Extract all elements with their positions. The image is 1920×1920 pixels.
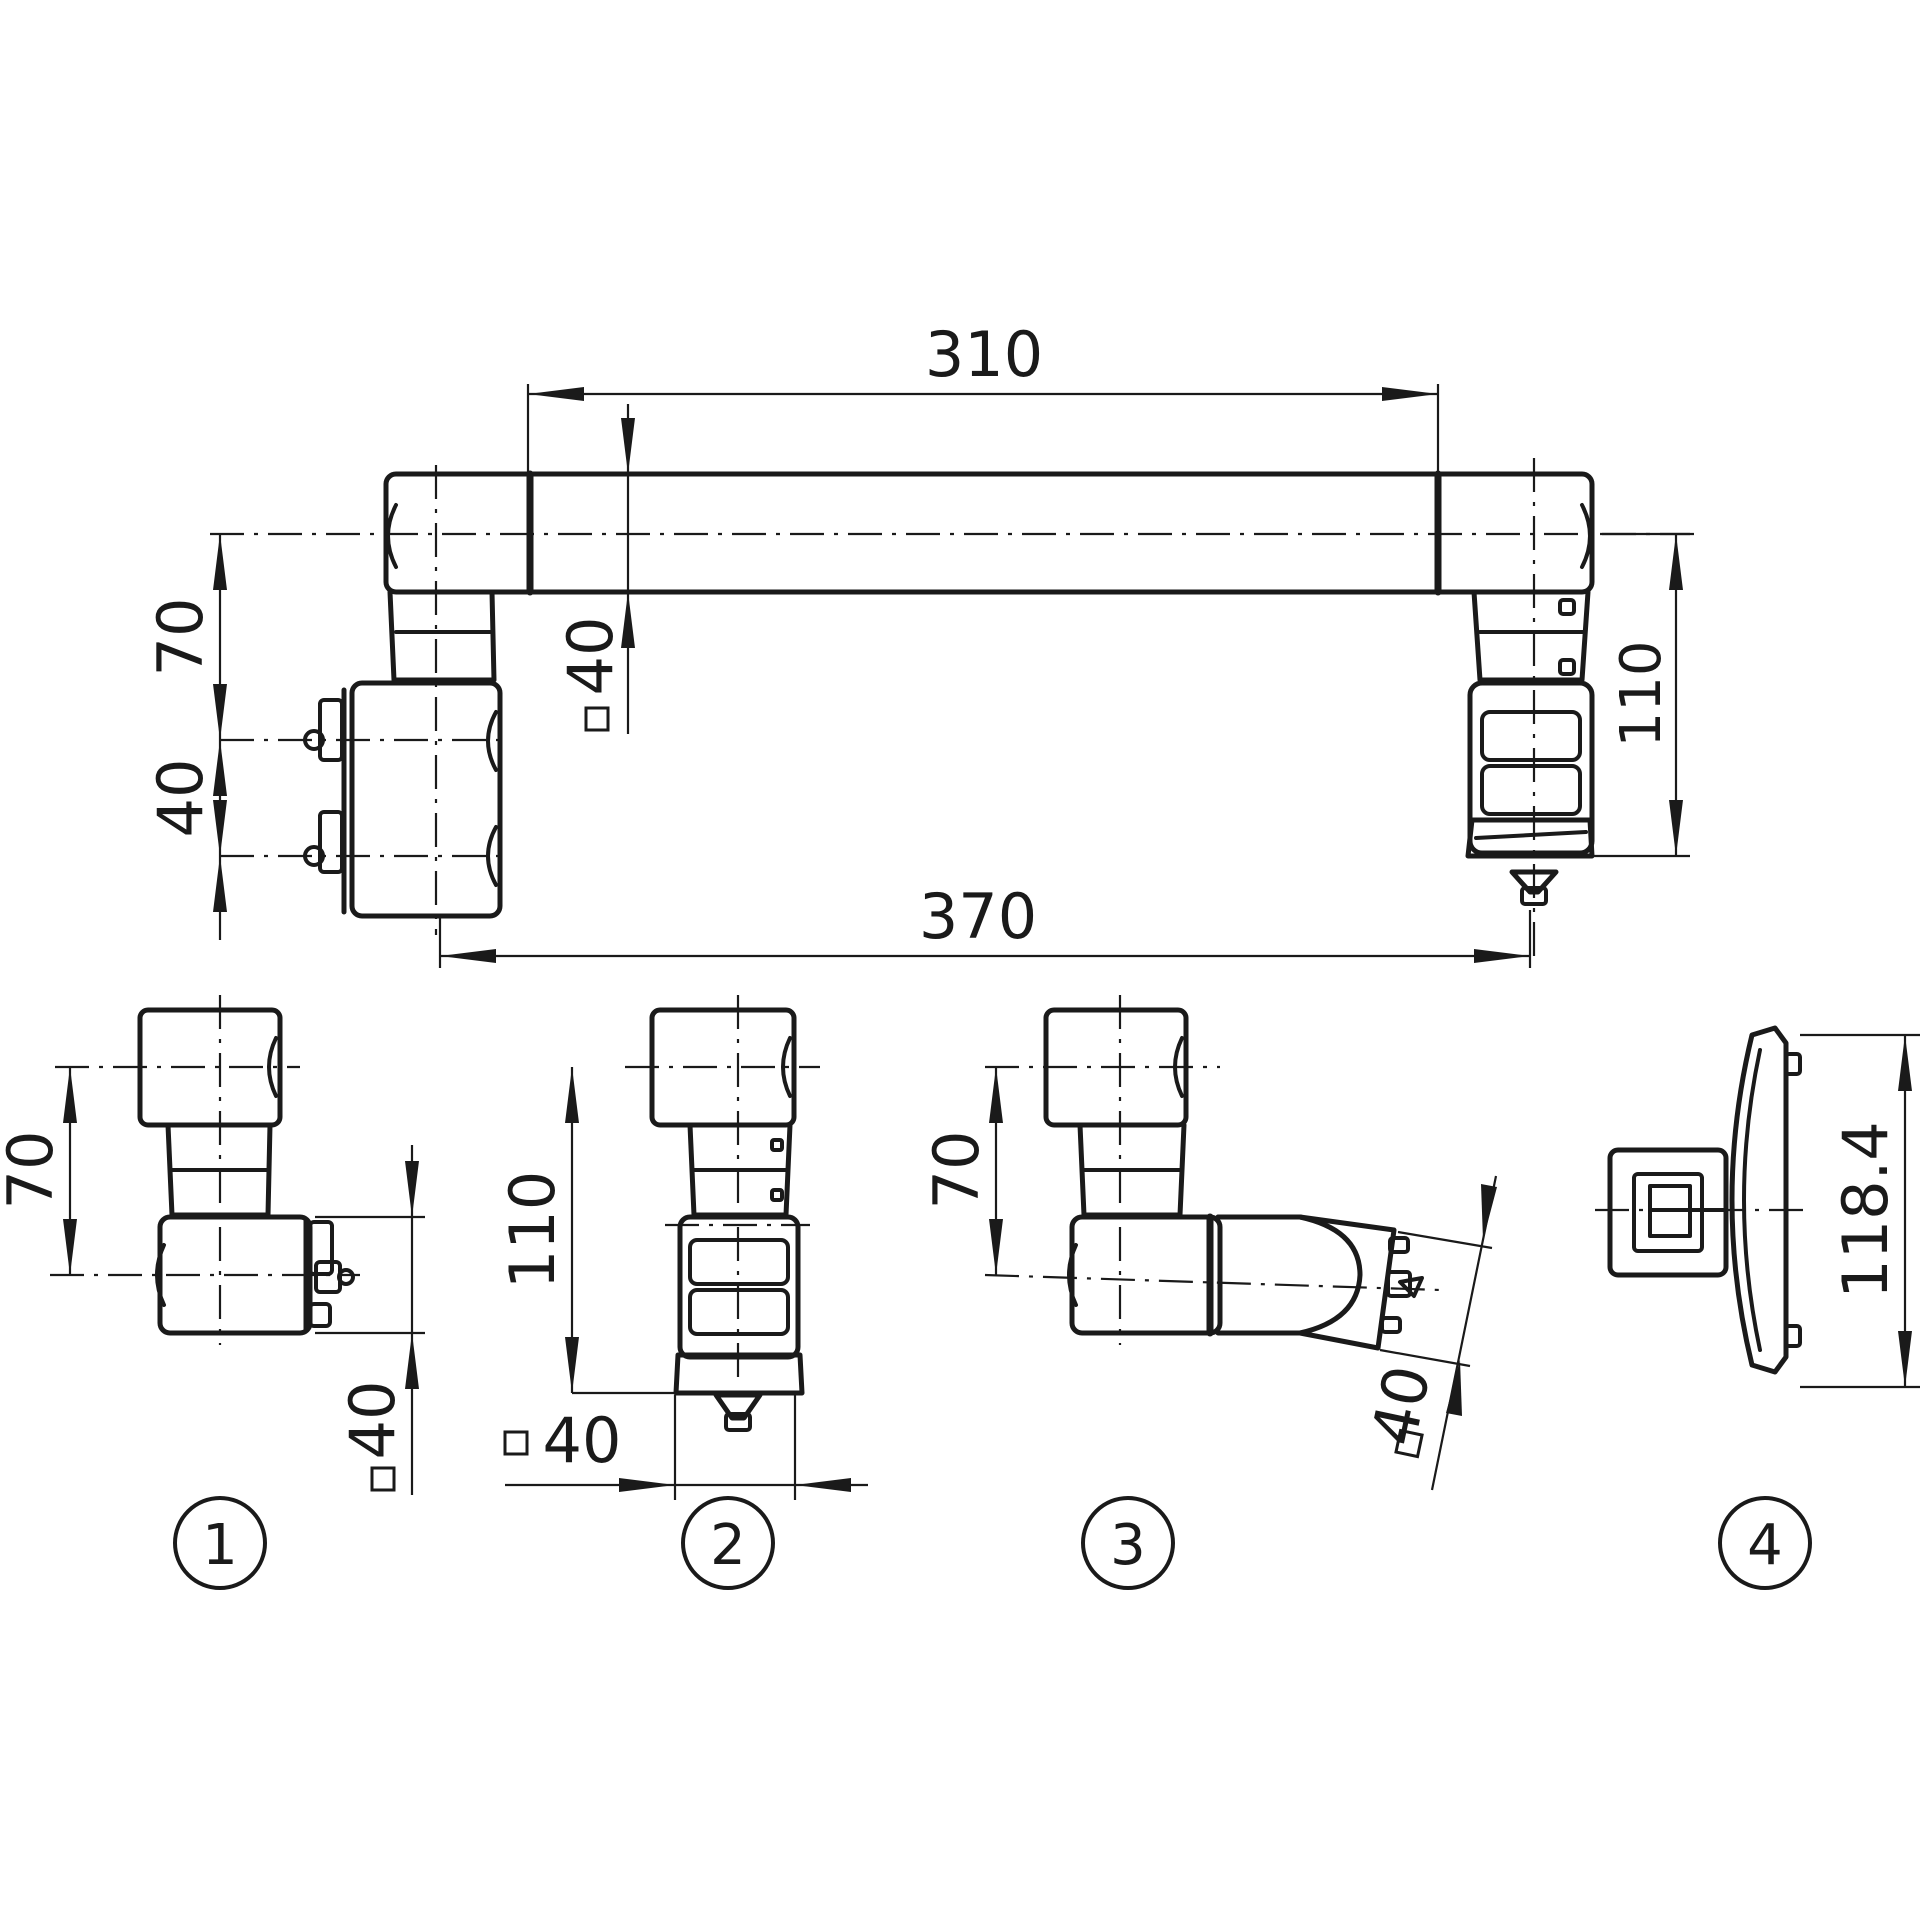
view-label-3: 3 xyxy=(1110,1513,1146,1578)
dim-370: 370 xyxy=(919,880,1037,953)
view-label-1: 1 xyxy=(202,1513,238,1578)
dim-70-view1: 70 xyxy=(0,1131,67,1210)
dim-70-view3: 70 xyxy=(920,1131,993,1210)
dim-110-view2: 110 xyxy=(496,1171,569,1289)
view-label-4: 4 xyxy=(1747,1513,1783,1578)
dim-40-view1: 40 xyxy=(336,1381,409,1460)
dim-40-view3: 40 xyxy=(1357,1359,1445,1451)
view-label-2: 2 xyxy=(710,1513,746,1578)
dim-110-right: 110 xyxy=(1609,641,1674,748)
dim-40-grip: 40 xyxy=(554,617,627,696)
dim-70-left: 70 xyxy=(144,598,217,677)
view-4: 118.4 4 xyxy=(1595,1025,1920,1590)
main-view: 310 370 70 40 110 40 xyxy=(144,318,1700,968)
square-section-icon xyxy=(503,1430,529,1456)
dim-118-4: 118.4 xyxy=(1829,1121,1902,1299)
square-section-icon xyxy=(584,706,610,732)
dim-40-left: 40 xyxy=(144,759,217,838)
square-section-icon xyxy=(370,1466,396,1492)
view-2: 110 40 2 xyxy=(496,995,868,1590)
dim-310: 310 xyxy=(925,318,1043,391)
view-3: 70 40 3 xyxy=(920,995,1498,1590)
square-section-icon xyxy=(1394,1428,1424,1459)
view-1: 70 40 1 xyxy=(0,995,425,1590)
dim-40-view2: 40 xyxy=(543,1404,622,1477)
